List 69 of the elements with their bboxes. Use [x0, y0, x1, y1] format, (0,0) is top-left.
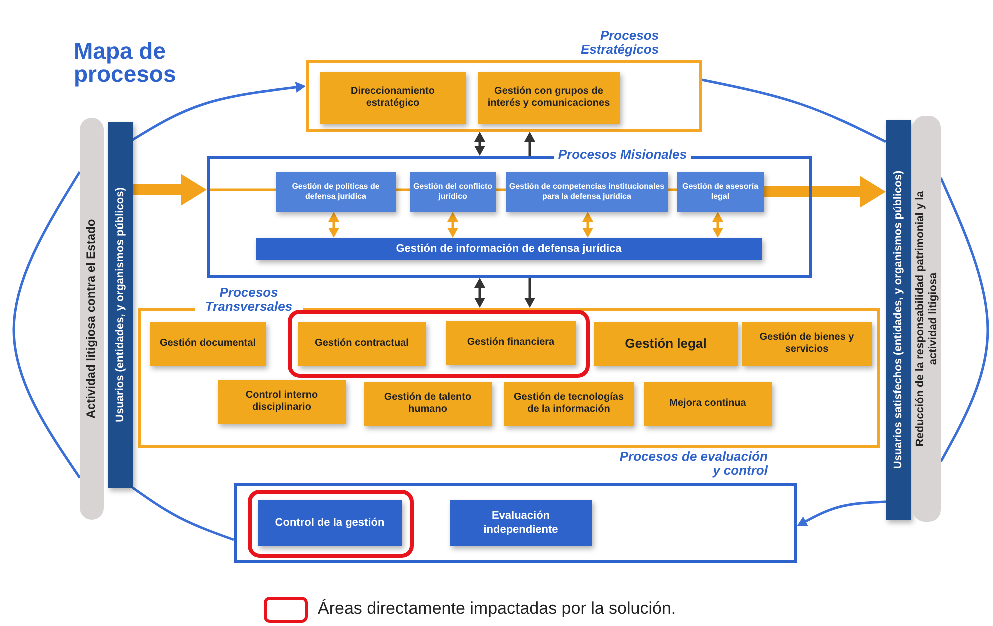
side-bar: [80, 118, 104, 520]
connector-line: [940, 177, 990, 463]
process-box: [150, 322, 266, 366]
node-label: Gestión documental: [160, 338, 256, 350]
arrow: [328, 212, 340, 238]
arrow: [474, 132, 486, 156]
process-box: [298, 322, 426, 366]
node-label: Gestión legal: [625, 336, 707, 352]
arrow: [582, 212, 594, 238]
arrow: [797, 500, 886, 526]
side-bar: [913, 116, 941, 522]
side-bar: [886, 120, 911, 520]
process-box: [320, 72, 466, 124]
arrow: [712, 212, 724, 238]
legend-label: Áreas directamente impactadas por la solución.: [318, 599, 676, 619]
node-label: Gestión de información de defensa jurídica: [396, 242, 622, 256]
node-label: Gestión de competencias institucionales para la defensa jurídica: [508, 182, 666, 202]
process-box: [594, 322, 738, 366]
connector-line: [132, 486, 234, 542]
node-label: Control interno disciplinario: [244, 390, 320, 414]
process-box: [450, 500, 592, 546]
arrow: [524, 132, 536, 156]
arrow: [132, 82, 306, 142]
connector-line: [496, 188, 506, 192]
arrow: [133, 174, 207, 206]
connector-line: [396, 188, 410, 192]
group-title: Procesos Misionales: [554, 148, 691, 162]
node-label: Gestión de bienes y servicios: [758, 332, 856, 356]
vertical-label: Reducción de la responsabilidad patrimonial y la actividad litigiosa: [914, 190, 940, 449]
connector-line: [668, 188, 677, 192]
highlight-outline: [248, 490, 414, 558]
arrow: [448, 212, 458, 238]
process-box: [218, 380, 346, 424]
side-bar: [108, 122, 133, 488]
vertical-label: Actividad litigiosa contra el Estado: [85, 218, 99, 421]
node-label: Gestión de tecnologías de la información: [512, 392, 626, 416]
process-box: [446, 321, 576, 365]
vertical-label: Usuarios satisfechos (entidades, y organismos públicos): [892, 170, 905, 472]
node-label: Gestión del conflicto jurídico: [412, 182, 494, 202]
arrow: [474, 278, 486, 308]
process-box: [644, 382, 772, 426]
process-bar: [256, 238, 762, 260]
node-label: Control de la gestión: [275, 516, 385, 530]
node-label: Direccionamiento estratégico: [350, 86, 436, 110]
highlight-outline: [288, 310, 590, 378]
node-label: Gestión de talento humano: [383, 392, 473, 416]
process-box: [504, 382, 634, 426]
process-box: [410, 172, 496, 212]
node-label: Gestión de políticas de defensa jurídica: [291, 182, 381, 202]
node-label: Gestión contractual: [315, 338, 409, 350]
node-label: Evaluación independiente: [482, 508, 560, 538]
process-box: [364, 382, 492, 426]
process-box: [276, 172, 396, 212]
process-box: [478, 72, 620, 124]
process-box: [677, 172, 764, 212]
connector-line: [210, 188, 276, 192]
node-label: Gestión financiera: [467, 336, 555, 350]
arrow: [764, 176, 886, 208]
process-box: [258, 500, 402, 546]
process-box: [742, 322, 872, 366]
node-label: Mejora continua: [670, 398, 746, 410]
node-label: Gestión con grupos de interés y comunicaciones: [486, 86, 612, 110]
arrow: [524, 278, 536, 308]
connector-line: [702, 78, 887, 144]
node-label: Gestión de asesoría legal: [681, 182, 760, 202]
diagram-title: Mapa de procesos: [74, 40, 178, 86]
vertical-label: Usuarios (entidades, y organismos públicos): [114, 186, 127, 424]
connector-line: [12, 171, 82, 479]
process-box: [506, 172, 668, 212]
